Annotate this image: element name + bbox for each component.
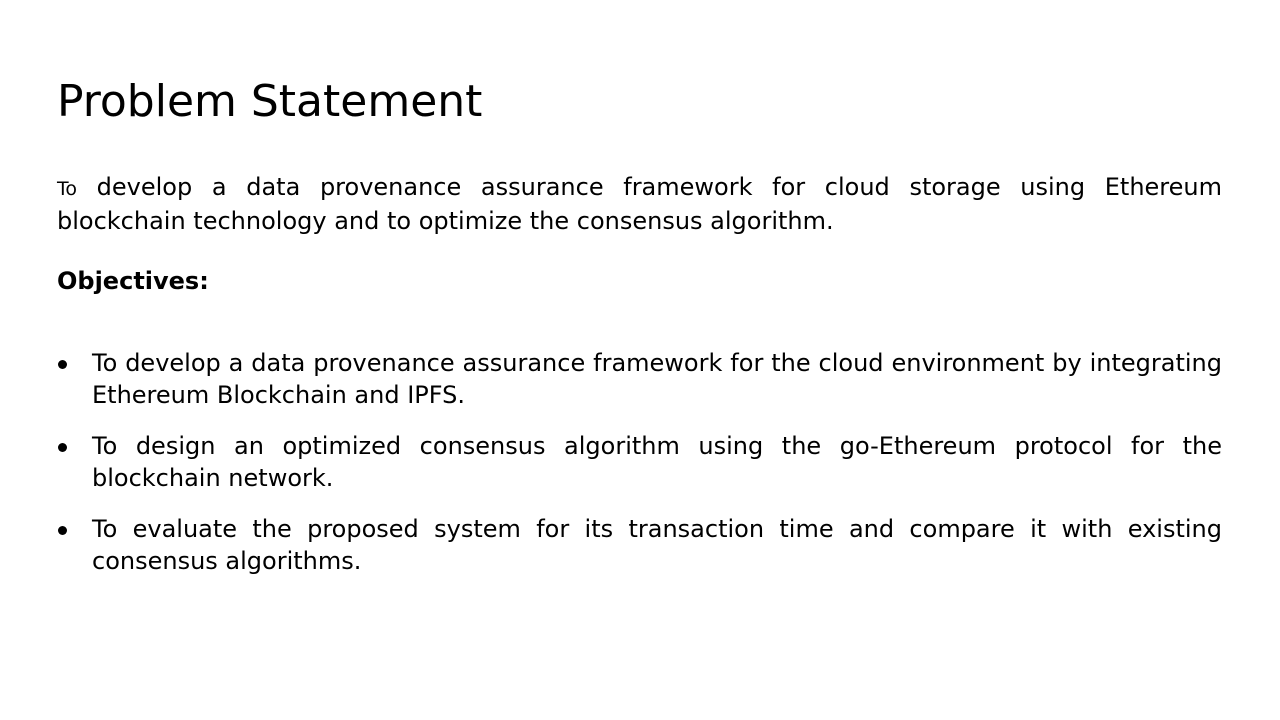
objectives-list: To develop a data provenance assurance f… bbox=[57, 347, 1222, 596]
problem-statement-lead: To bbox=[57, 178, 78, 200]
objective-text: To evaluate the proposed system for its … bbox=[92, 515, 1222, 575]
problem-statement-text: To develop a data provenance assurance f… bbox=[57, 171, 1222, 237]
objectives-heading: Objectives: bbox=[57, 267, 209, 295]
slide-title: Problem Statement bbox=[57, 76, 483, 127]
objective-item: To design an optimized consensus algorit… bbox=[57, 430, 1222, 494]
objective-item: To develop a data provenance assurance f… bbox=[57, 347, 1222, 411]
bullet-icon bbox=[58, 443, 67, 452]
objective-text: To develop a data provenance assurance f… bbox=[92, 349, 1222, 409]
bullet-icon bbox=[58, 526, 67, 535]
problem-statement-body: develop a data provenance assurance fram… bbox=[57, 173, 1222, 235]
bullet-icon bbox=[58, 360, 67, 369]
objective-item: To evaluate the proposed system for its … bbox=[57, 513, 1222, 577]
objective-text: To design an optimized consensus algorit… bbox=[92, 432, 1222, 492]
